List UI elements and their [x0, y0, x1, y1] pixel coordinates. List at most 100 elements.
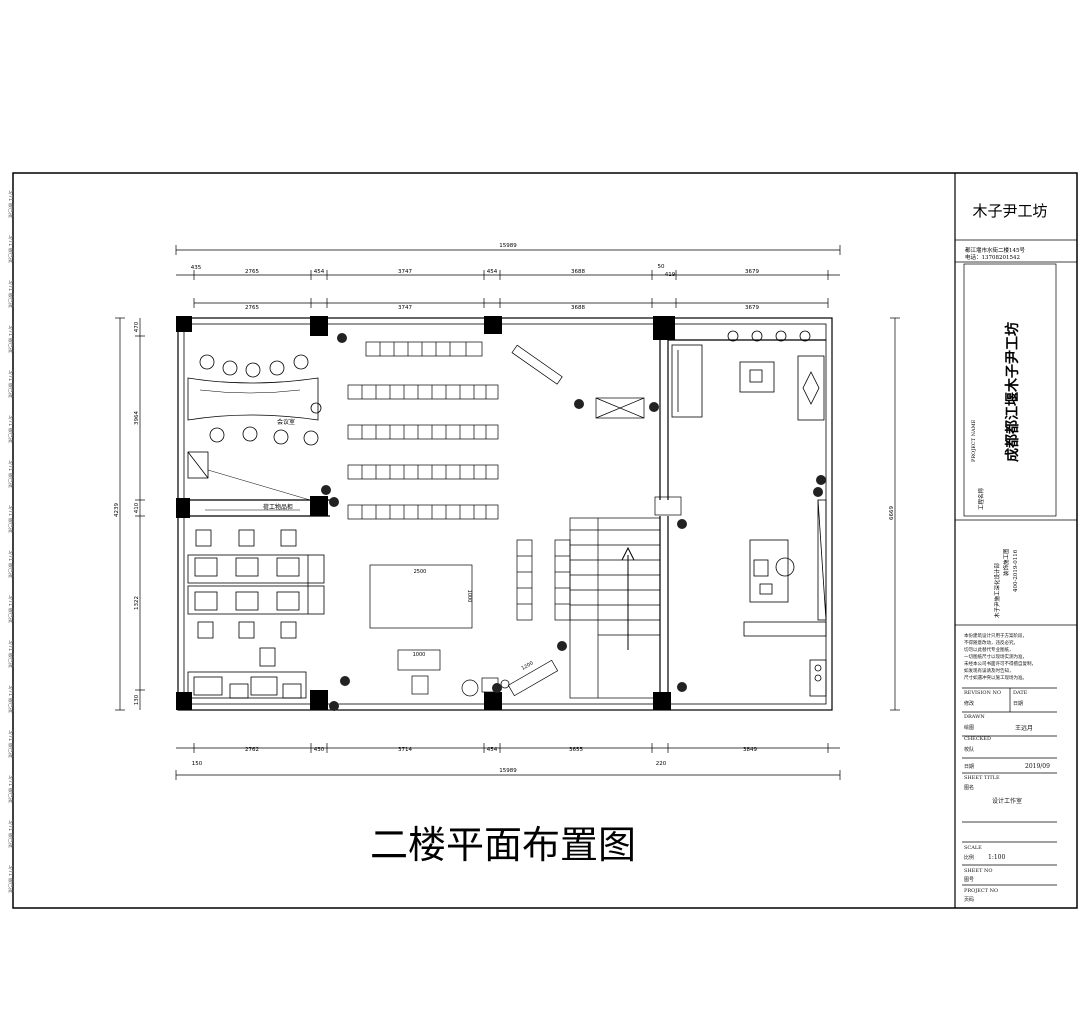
- company-address: 都江堰市水街二楼145号: [965, 246, 1025, 254]
- svg-text:工程名称: 工程名称: [977, 487, 985, 510]
- staircase: [569, 496, 682, 699]
- svg-text:3714: 3714: [398, 747, 412, 753]
- svg-text:如发现有误请及时告知，: 如发现有误请及时告知，: [964, 667, 1014, 674]
- dim-overall-bottom: 15989: [499, 768, 517, 774]
- svg-text:3747: 3747: [398, 269, 412, 275]
- svg-text:3/71 版已批: 3/71 版已批: [7, 235, 14, 263]
- svg-text:130: 130: [134, 694, 140, 705]
- svg-text:PROJECT NAME: PROJECT NAME: [971, 419, 977, 462]
- svg-text:木子尹施工深化设计部: 木子尹施工深化设计部: [993, 562, 1001, 618]
- svg-text:3964: 3964: [134, 411, 140, 425]
- svg-text:3/71 版已批: 3/71 版已批: [7, 460, 14, 488]
- svg-text:4239: 4239: [114, 503, 120, 517]
- structural-columns: [176, 316, 675, 710]
- svg-text:3/71 版已批: 3/71 版已批: [7, 325, 14, 353]
- svg-text:DATE: DATE: [1013, 690, 1028, 696]
- svg-text:图名: 图名: [964, 784, 974, 791]
- scale-value: 1:100: [988, 854, 1005, 861]
- svg-text:410: 410: [134, 502, 140, 513]
- svg-text:3/71 版已批: 3/71 版已批: [7, 865, 14, 893]
- svg-text:3/71 版已批: 3/71 版已批: [7, 280, 14, 308]
- svg-text:454: 454: [314, 269, 325, 275]
- svg-text:图号: 图号: [964, 877, 974, 883]
- svg-text:3/71 版已批: 3/71 版已批: [7, 415, 14, 443]
- svg-text:DRAWN: DRAWN: [964, 714, 985, 720]
- svg-text:435: 435: [191, 265, 202, 271]
- svg-text:3/71 版已批: 3/71 版已批: [7, 640, 14, 668]
- sheet-title: 设计工作室: [992, 797, 1022, 805]
- svg-text:一切图纸尺寸以现场实测为准，: 一切图纸尺寸以现场实测为准，: [964, 653, 1027, 660]
- svg-text:SHEET NO: SHEET NO: [964, 868, 992, 874]
- small-table-label: 1000: [413, 652, 426, 658]
- svg-text:3/71 版已批: 3/71 版已批: [7, 370, 14, 398]
- svg-text:3/71 版已批: 3/71 版已批: [7, 685, 14, 713]
- svg-text:本份建筑设计只用于方案阶段，: 本份建筑设计只用于方案阶段，: [964, 632, 1027, 639]
- drawing-date: 2019/09: [1025, 763, 1050, 770]
- svg-text:3679: 3679: [745, 269, 759, 275]
- title-block: [955, 239, 1077, 886]
- table-row-4: [347, 464, 499, 480]
- drawing-title: 二楼平面布置图: [370, 823, 636, 867]
- svg-text:454: 454: [487, 269, 498, 275]
- project-name: 成都都江堰木子尹工坊: [1004, 322, 1021, 462]
- notes: 本份建筑设计只用于方案阶段， 不得随意改动，违反必究， 切勿以此替代专业图纸， …: [964, 632, 1036, 681]
- svg-text:SCALE: SCALE: [964, 845, 982, 851]
- svg-text:3747: 3747: [398, 305, 412, 311]
- right-office: [671, 330, 827, 697]
- svg-text:3/71 版已批: 3/71 版已批: [7, 595, 14, 623]
- svg-text:430: 430: [314, 747, 325, 753]
- svg-text:2762: 2762: [245, 747, 259, 753]
- table-width-label: 2500: [414, 569, 427, 575]
- svg-text:419: 419: [665, 272, 676, 278]
- svg-text:日期: 日期: [1013, 701, 1023, 707]
- svg-text:3849: 3849: [743, 747, 757, 753]
- svg-text:3/71 版已批: 3/71 版已批: [7, 550, 14, 578]
- table-row-3: [347, 424, 499, 440]
- svg-text:3679: 3679: [745, 305, 759, 311]
- svg-text:150: 150: [192, 761, 203, 767]
- svg-text:修改: 修改: [964, 700, 974, 707]
- svg-text:REVISION NO: REVISION NO: [964, 690, 1001, 696]
- company-name: 木子尹工坊: [972, 202, 1047, 220]
- svg-text:CHECKED: CHECKED: [964, 736, 991, 742]
- svg-text:3/71 版已批: 3/71 版已批: [7, 820, 14, 848]
- svg-text:6669: 6669: [889, 506, 895, 520]
- svg-text:校队: 校队: [964, 746, 974, 753]
- svg-text:未经本公司书面许可不得擅自复制，: 未经本公司书面许可不得擅自复制，: [964, 660, 1036, 667]
- sheet-border: [12, 172, 1078, 909]
- svg-text:装饰施工图: 装饰施工图: [1002, 548, 1010, 576]
- svg-text:3/71 版已批: 3/71 版已批: [7, 190, 14, 218]
- svg-text:日期: 日期: [964, 764, 974, 770]
- svg-text:3/71 版已批: 3/71 版已批: [7, 730, 14, 758]
- svg-text:PROJECT NO: PROJECT NO: [964, 888, 998, 894]
- table-row-1: [365, 341, 483, 357]
- svg-text:3688: 3688: [571, 305, 585, 311]
- walls: [177, 317, 833, 711]
- margin-stamps: 3/71 版已批 3/71 版已批 3/71 版已批 3/71 版已批 3/71…: [7, 190, 14, 893]
- svg-text:1322: 1322: [134, 596, 140, 610]
- svg-text:220: 220: [656, 761, 667, 767]
- training-tables: [347, 341, 645, 697]
- svg-text:切勿以此替代专业图纸，: 切勿以此替代专业图纸，: [964, 646, 1014, 653]
- svg-text:尺寸如遇冲突以施工现场为准。: 尺寸如遇冲突以施工现场为准。: [964, 674, 1027, 681]
- svg-text:2765: 2765: [245, 269, 259, 275]
- svg-text:不得随意改动，违反必究，: 不得随意改动，违反必究，: [964, 639, 1018, 646]
- meeting-room: [187, 354, 322, 511]
- dimension-lines: [115, 245, 900, 780]
- product-cabinet-label: 荷工物品柜: [263, 503, 293, 511]
- svg-text:1000: 1000: [466, 590, 472, 603]
- svg-text:页码: 页码: [964, 896, 974, 903]
- svg-text:3688: 3688: [571, 269, 585, 275]
- drawing-number: 400-2019-0116: [1013, 549, 1019, 592]
- svg-text:470: 470: [134, 321, 140, 332]
- table-row-2: [347, 384, 499, 400]
- svg-text:2765: 2765: [245, 305, 259, 311]
- dim-overall-top: 15989: [499, 243, 517, 249]
- svg-text:3655: 3655: [569, 747, 583, 753]
- svg-text:3/71 版已批: 3/71 版已批: [7, 775, 14, 803]
- svg-text:SHEET TITLE: SHEET TITLE: [964, 775, 1000, 781]
- workstations: [187, 529, 325, 699]
- svg-text:比例: 比例: [964, 854, 974, 861]
- dimension-labels: 15989 435 2765 454 3747 454 3688 50 419 …: [114, 243, 895, 774]
